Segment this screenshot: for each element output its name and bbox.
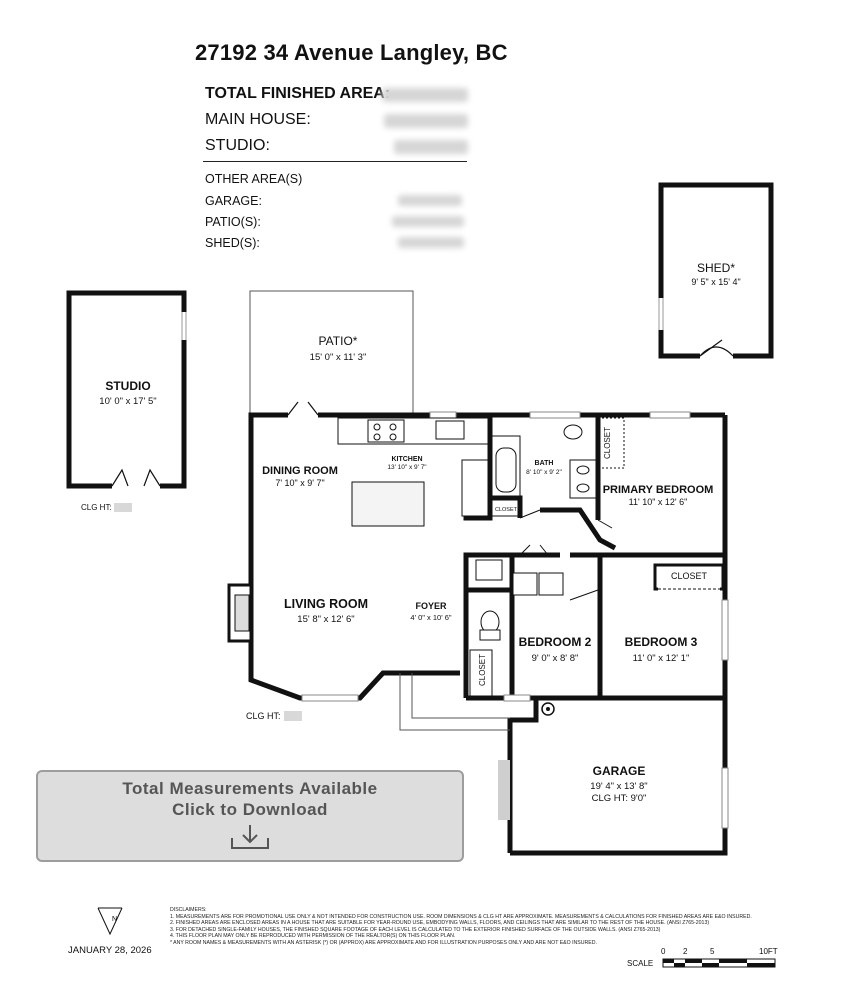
bedroom3-label: BEDROOM 3 [625,635,698,649]
primary-closet [597,417,625,469]
interior-doors [519,509,613,601]
bath-closet-label: CLOSET [495,507,518,513]
patio-dims: 15' 0" x 11' 3" [310,352,367,363]
dining-room-label: DINING ROOM [262,465,338,477]
download-measurements-button[interactable] [36,770,464,862]
kitchen-counters [337,417,489,527]
scale-label: SCALE [627,959,654,968]
studio-area-value-redacted [394,140,468,154]
primary-bedroom-label: PRIMARY BEDROOM [603,484,714,496]
garage-area-value-redacted [398,195,462,206]
bedroom2-label: BEDROOM 2 [519,635,592,649]
patios-area-value-redacted [392,216,464,227]
bath-dims: 8' 10" x 9' 2" [526,469,562,476]
bedroom2-closet [469,649,493,697]
studio-dims: 10' 0" x 17' 5" [99,396,156,407]
patio-label: PATIO* [319,334,358,348]
living-room-label: LIVING ROOM [284,597,368,611]
garage-dims: 19' 4" x 13' 8" [590,781,647,792]
kitchen-dims: 13' 10" x 9' 7" [387,464,427,471]
garage-area-label: GARAGE: [205,194,262,208]
studio-clg-ht-redacted [114,503,132,512]
studio-label: STUDIO [105,379,150,393]
disclaimer-item: 3. FOR DETACHED SINGLE-FAMILY HOUSES, TH… [170,926,661,933]
garage-ceiling-height: CLG HT: 9'0" [592,793,647,804]
entry-steps [399,673,510,731]
patio-outline [249,290,414,415]
laundry-fixtures [475,559,564,641]
main-house-label: MAIN HOUSE: [205,111,311,128]
bath-fixtures [491,424,597,499]
foyer-dims: 4' 0" x 10' 6" [410,613,451,622]
bedroom3-closet-label: CLOSET [671,571,708,581]
shed-label: SHED* [697,261,735,275]
sheds-area-label: SHED(S): [205,236,260,250]
studio-structure [66,290,187,489]
north-arrow: N [97,907,123,936]
north-label: N [112,916,117,923]
main-house-value-redacted [384,114,468,128]
fireplace [227,583,253,643]
scale-tick-0: 0 [661,947,666,956]
primary-bedroom-dims: 11' 10" x 12' 6" [629,497,688,507]
scale-tick-5: 5 [710,947,715,956]
bedroom3-dims: 11' 0" x 12' 1" [633,653,690,664]
garage-side-door-redacted [498,760,510,820]
header-divider [203,161,467,162]
bath-closet [491,497,521,517]
kitchen-label: KITCHEN [391,456,422,463]
primary-closet-label: CLOSET [603,427,612,459]
bedroom2-dims: 9' 0" x 8' 8" [532,653,579,664]
living-room-dims: 15' 8" x 12' 6" [297,614,354,625]
house-clg-ht-label: CLG HT: [246,711,281,721]
dining-room-dims: 7' 10" x 9' 7" [275,478,324,488]
studio-area-label: STUDIO: [205,137,270,154]
garage-label: GARAGE [593,764,646,778]
download-line2: Click to Download [172,800,328,819]
bath-label: BATH [535,460,554,467]
plan-date: JANUARY 28, 2026 [68,945,152,956]
disclaimer-item: 2. FINISHED AREAS ARE ENCLOSED AREAS IN … [170,920,710,927]
other-areas-label: OTHER AREA(S) [205,172,303,186]
shed-structure [658,182,774,359]
house-clg-ht-redacted [284,711,302,721]
disclaimer-item: 4. THIS FLOOR PLAN MAY ONLY BE REPRODUCE… [170,933,456,940]
windows [301,411,729,829]
total-finished-area-label: TOTAL FINISHED AREA: [205,85,391,102]
scale-tick-10ft: 10FT [759,947,778,956]
disclaimer-item: 1. MEASUREMENTS ARE FOR PROMOTIONAL USE … [170,913,752,920]
disclaimer-item: * ANY ROOM NAMES & MEASUREMENTS WITH AN … [170,939,597,946]
property-address: 27192 34 Avenue Langley, BC [195,40,508,65]
disclaimers: DISCLAIMERS: 1. MEASUREMENTS ARE FOR PRO… [170,907,790,947]
download-line1: Total Measurements Available [122,779,378,798]
shed-dims: 9' 5" x 15' 4" [691,277,740,287]
patios-area-label: PATIO(S): [205,215,261,229]
sheds-area-value-redacted [398,237,464,248]
foyer-label: FOYER [415,601,447,611]
scale-bar [662,958,776,968]
patio-door [287,401,319,416]
disclaimers-heading: DISCLAIMERS: [170,907,207,913]
download-icon [231,825,269,849]
bedroom2-closet-label: CLOSET [478,654,487,686]
total-finished-area-value-redacted [382,88,468,102]
studio-clg-ht-label: CLG HT: [81,503,112,512]
scale-tick-2: 2 [683,947,688,956]
